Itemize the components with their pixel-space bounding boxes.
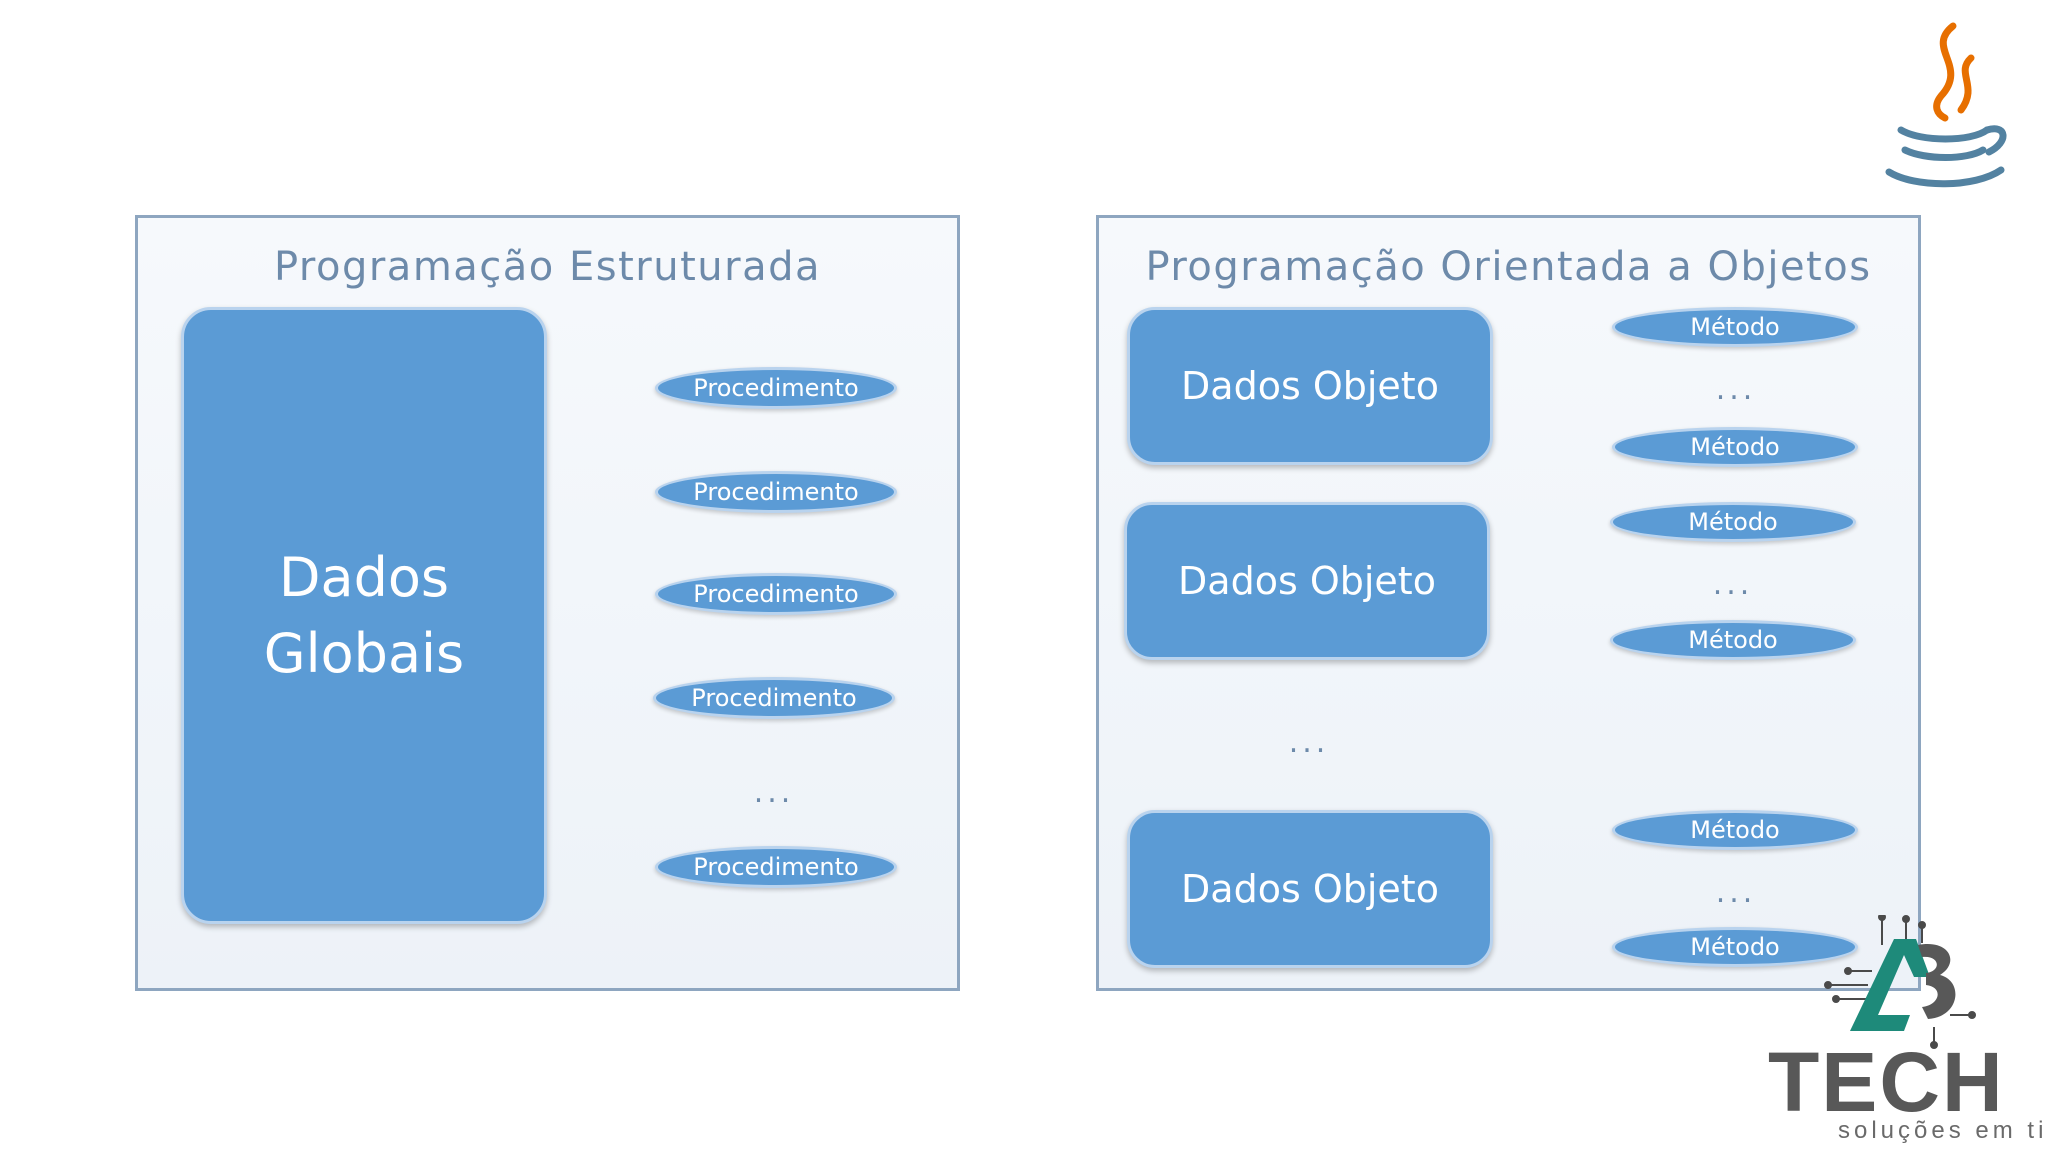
panel-title: Programação Orientada a Objetos <box>1145 244 1872 290</box>
procedure-node: Procedimento <box>655 367 897 409</box>
object-data-block: Dados Objeto <box>1124 502 1490 660</box>
object-data-block: Dados Objeto <box>1127 810 1493 968</box>
global-data-label-line2: Globais <box>263 621 465 685</box>
procedure-node: Procedimento <box>655 573 897 615</box>
method-ellipsis: ... <box>1715 875 1757 910</box>
logo-tagline: soluções em ti <box>1838 1117 2048 1144</box>
procedure-node: Procedimento <box>655 471 897 513</box>
method-node: Método <box>1610 502 1856 542</box>
method-node: Método <box>1610 620 1856 660</box>
method-node: Método <box>1612 927 1858 967</box>
procedure-node: Procedimento <box>655 846 897 888</box>
objects-ellipsis: ... <box>1288 725 1330 760</box>
panel-title: Programação Estruturada <box>274 244 821 290</box>
method-node: Método <box>1612 307 1858 347</box>
method-ellipsis: ... <box>1712 567 1754 602</box>
object-data-block: Dados Objeto <box>1127 307 1493 465</box>
global-data-label-line1: Dados <box>278 545 450 609</box>
procedure-node: Procedimento <box>653 677 895 719</box>
method-node: Método <box>1612 427 1858 467</box>
a3-tech-logo-icon <box>1824 915 1976 1049</box>
method-node: Método <box>1612 810 1858 850</box>
logo-word: TECH <box>1768 1035 2005 1129</box>
method-ellipsis: ... <box>1715 372 1757 407</box>
java-coffee-cup-icon <box>1885 22 2007 188</box>
procedure-ellipsis: ... <box>753 775 795 810</box>
global-data-block: Dados Globais <box>181 307 547 924</box>
